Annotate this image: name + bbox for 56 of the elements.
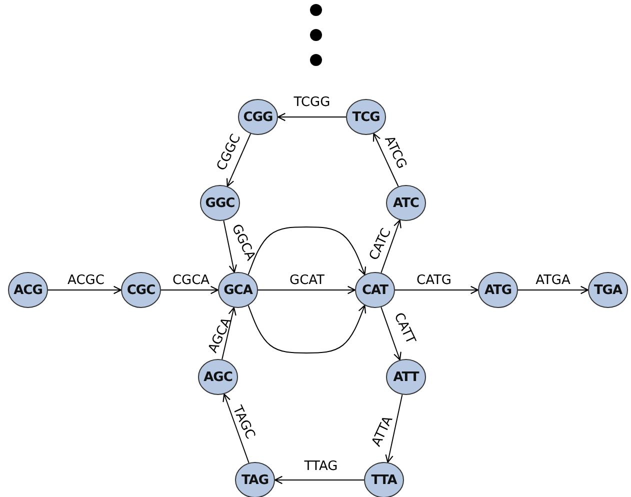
node-label: CGC: [126, 282, 156, 298]
node-label: CGG: [243, 110, 273, 124]
arrow: [385, 394, 403, 463]
node-ellipse: [386, 359, 426, 395]
edge-label: ATGA: [536, 274, 570, 286]
edge-label: GGCA: [229, 222, 257, 262]
arrow: [160, 286, 219, 294]
node-ellipse: [8, 272, 48, 308]
node-label: TTA: [371, 472, 397, 488]
node-ellipse: [200, 185, 240, 221]
node-ellipse: [386, 185, 426, 221]
arrow: [248, 304, 366, 354]
edge-label: CATG: [416, 274, 452, 286]
arrow: [518, 286, 589, 294]
node-ellipse: [198, 359, 238, 395]
arrow: [258, 286, 356, 294]
node-label: AGC: [204, 370, 232, 384]
arrow: [222, 307, 236, 360]
edge-label: TTAG: [304, 460, 338, 472]
node-label: ATC: [393, 196, 419, 210]
node-ellipse: [238, 99, 278, 135]
arrow: [223, 220, 237, 273]
node-label: TAG: [241, 472, 269, 488]
node-label: CAT: [362, 282, 388, 298]
node-label: ATT: [393, 370, 419, 384]
edge-label: CATT: [391, 310, 417, 346]
arrow: [380, 306, 402, 360]
node-ellipse: [588, 272, 628, 308]
edge-label: CGCA: [172, 274, 210, 286]
edge-label: ATTA: [370, 414, 396, 448]
node-label: GGC: [205, 196, 235, 210]
arrow: [372, 133, 399, 187]
node-ellipse: [346, 99, 386, 135]
arrow: [274, 476, 364, 484]
edge-label: CATC: [368, 226, 394, 262]
node-ellipse: [121, 272, 161, 308]
arrow: [226, 133, 252, 187]
edge-label: ATCG: [382, 134, 408, 170]
node-label: ACG: [14, 282, 42, 298]
node-label: TCG: [352, 110, 380, 124]
arrow: [277, 112, 346, 122]
node-ellipse: [218, 272, 258, 308]
edge-label: TAGC: [230, 404, 256, 440]
node-ellipse: [478, 272, 518, 308]
edge-label: GCAT: [290, 274, 324, 286]
arrow: [380, 220, 402, 274]
edge-label: TCGG: [294, 96, 330, 108]
arrow: [248, 226, 366, 276]
arrow: [48, 286, 122, 294]
node-label: ATG: [484, 282, 512, 298]
node-label: TGA: [594, 282, 622, 298]
node-label: GCA: [224, 282, 252, 298]
arrow: [394, 286, 479, 294]
node-ellipse: [355, 272, 395, 308]
arrow: [222, 394, 250, 464]
edge-label: ACGC: [68, 274, 104, 286]
